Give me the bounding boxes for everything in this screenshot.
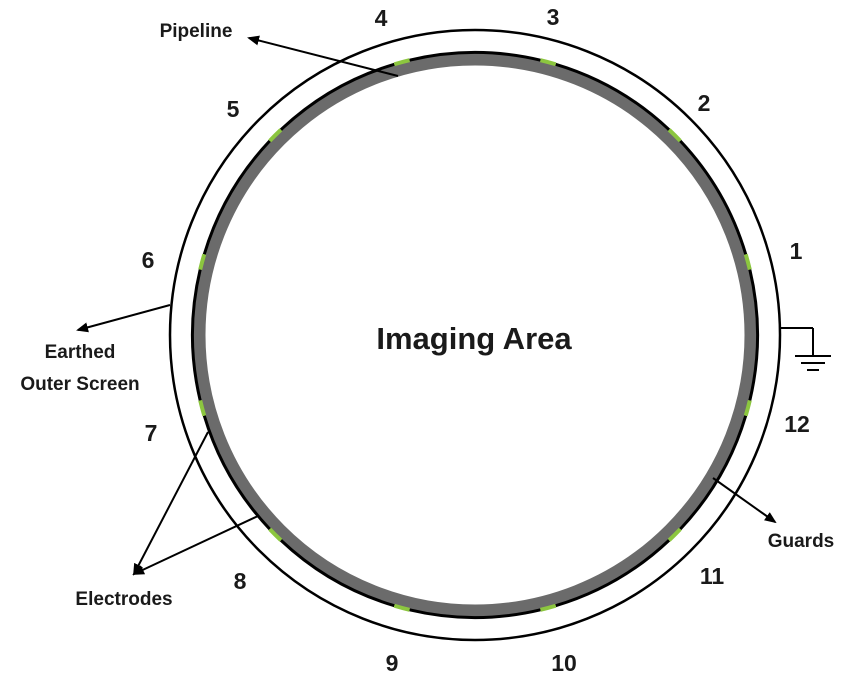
- electrode-number-10: 10: [551, 650, 577, 676]
- guard-segment: [667, 128, 682, 143]
- electrode-segment: [409, 608, 541, 620]
- guard-segment: [540, 58, 557, 67]
- electrode-segment: [679, 415, 748, 531]
- electrode-segment: [555, 539, 671, 608]
- electrodes-arrow-lower: [132, 515, 259, 575]
- guard-segment: [268, 128, 283, 143]
- electrode-segment: [555, 62, 671, 131]
- guard-segment: [540, 603, 557, 612]
- guards-arrow: [712, 477, 777, 524]
- electrode-segment: [279, 539, 395, 608]
- guard-segment: [743, 253, 752, 270]
- electrode-segment: [202, 415, 271, 531]
- earthed-screen-arrow: [76, 304, 171, 333]
- guard-segment: [743, 400, 752, 417]
- electrode-segment: [409, 50, 541, 62]
- electrode-number-5: 5: [227, 96, 240, 122]
- electrode-number-7: 7: [145, 420, 158, 446]
- pipeline-arrow: [247, 35, 399, 77]
- guard-segment: [667, 527, 682, 542]
- earthed-label-line1: Earthed: [45, 342, 116, 363]
- pipeline-label: Pipeline: [160, 21, 233, 42]
- guard-segment: [393, 603, 410, 612]
- guards-label: Guards: [768, 531, 835, 552]
- guard-segment: [198, 400, 207, 417]
- electrode-segment: [679, 139, 748, 255]
- electrode-ring: [190, 50, 760, 620]
- electrode-number-2: 2: [698, 90, 711, 116]
- electrode-number-3: 3: [547, 4, 560, 30]
- pipe-wall: [192, 52, 758, 618]
- electrode-number-11: 11: [700, 563, 725, 589]
- ground-symbol: [780, 327, 831, 371]
- electrode-segment: [748, 269, 760, 401]
- electrode-number-4: 4: [375, 5, 388, 31]
- guard-segment: [393, 58, 410, 67]
- imaging-area-label: Imaging Area: [376, 321, 572, 356]
- electrodes-arrow-upper: [133, 431, 209, 576]
- electrodes-label: Electrodes: [75, 589, 172, 610]
- electrode-number-6: 6: [142, 247, 155, 273]
- electrode-number-1: 1: [790, 238, 803, 264]
- electrode-number-12: 12: [784, 411, 810, 437]
- guard-segment: [268, 527, 283, 542]
- guard-segment: [198, 253, 207, 270]
- electrode-segment: [279, 62, 395, 131]
- electrode-number-9: 9: [386, 650, 399, 676]
- electrode-segment: [190, 269, 202, 401]
- outer-screen-ring: [168, 28, 782, 642]
- earthed-label-line2: Outer Screen: [20, 374, 139, 395]
- electrode-segment: [202, 139, 271, 255]
- electrode-number-8: 8: [234, 568, 247, 594]
